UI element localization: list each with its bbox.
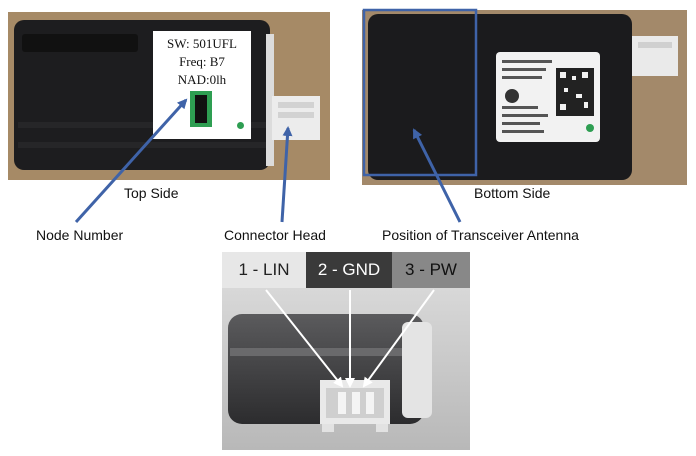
caption-connector-head: Connector Head [224,227,326,243]
green-dot [237,122,244,129]
label-freq: Freq: B7 [179,54,225,69]
arrow-pin-1 [265,289,344,388]
node-number-badge: 1 [190,91,212,127]
pin-1-label: 1 - LIN [222,252,306,288]
arrow-antenna [412,128,462,223]
caption-antenna-position: Position of Transceiver Antenna [382,227,579,243]
label-sw: SW: 501UFL [167,36,237,51]
bottom-side-device-drawing [362,10,687,185]
arrow-node-number [74,98,188,224]
caption-top-side: Top Side [124,185,179,201]
top-side-photo: SW: 501UFL Freq: B7 NAD:0lh 1 [8,12,330,180]
arrow-connector-head [280,126,293,223]
bottom-side-photo [362,10,687,185]
connector-photo: 1 - LIN 2 - GND 3 - PW [222,252,470,450]
node-number-digit: 1 [195,95,207,123]
arrow-pin-3 [362,289,435,388]
antenna-position-box [362,8,478,177]
label-nad: NAD:0lh [177,72,227,87]
caption-node-number: Node Number [36,227,124,243]
top-side-label: SW: 501UFL Freq: B7 NAD:0lh 1 [153,31,251,139]
caption-bottom-side: Bottom Side [474,185,551,201]
pin-3-label: 3 - PW [392,252,470,288]
pin-2-label: 2 - GND [306,252,392,288]
connector-drawing [222,288,470,450]
